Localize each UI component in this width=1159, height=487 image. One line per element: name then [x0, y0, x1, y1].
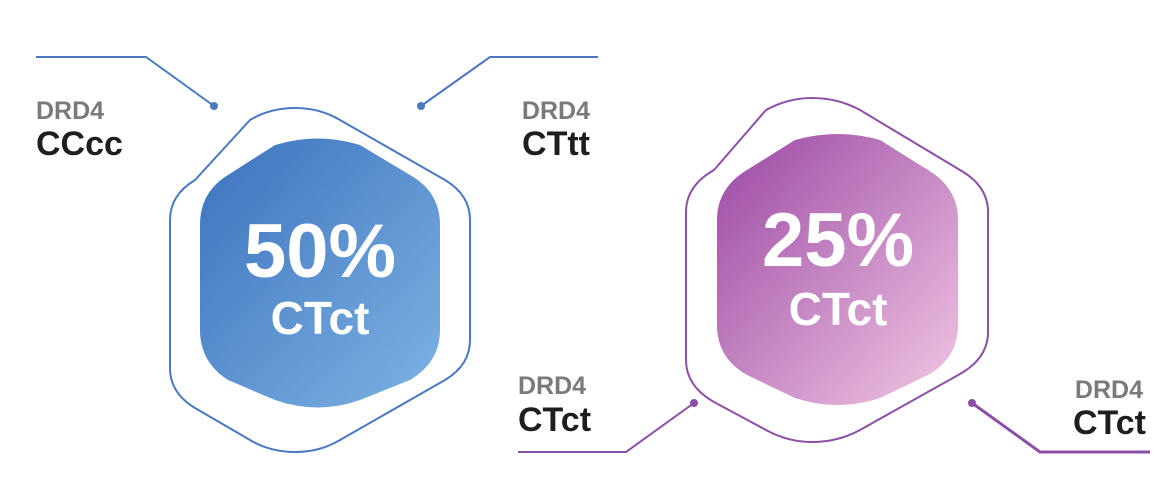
callout-genotype-bottom-right: CTct — [1073, 404, 1146, 442]
hexagon-genotype-25: CTct — [789, 283, 888, 335]
hexagon-group-25: 25% CTct — [685, 96, 989, 444]
hexagon-percent-25: 25% — [762, 198, 914, 283]
callout-dot-bottom-left — [690, 399, 698, 407]
callout-dot-top-left — [210, 102, 218, 110]
callout-genotype-top-right: CTtt — [522, 125, 590, 163]
callout-top-left: DRD4 CCcc — [36, 56, 218, 163]
callout-gene-bottom-right: DRD4 — [1075, 376, 1143, 404]
callout-line-top-right — [420, 56, 598, 107]
callout-top-right: DRD4 CTtt — [417, 56, 598, 163]
hexagon-outline-purple — [685, 96, 989, 444]
hexagon-fill-blue — [200, 138, 440, 408]
callout-genotype-bottom-left: CTct — [518, 401, 591, 439]
hexagon-fill-purple — [717, 134, 958, 405]
callout-line-bottom-right — [971, 401, 1150, 454]
hexagon-percent-50: 50% — [244, 209, 396, 294]
callout-line-top-left — [36, 56, 215, 107]
callout-genotype-top-left: CCcc — [36, 125, 123, 163]
callout-bottom-left: DRD4 CTct — [518, 372, 698, 453]
hexagon-genotype-50: CTct — [271, 292, 370, 344]
callout-gene-top-right: DRD4 — [522, 97, 590, 125]
hexagon-outline-blue — [169, 106, 471, 454]
callout-gene-bottom-left: DRD4 — [518, 372, 586, 400]
callout-bottom-right: DRD4 CTct — [968, 376, 1150, 454]
callout-dot-bottom-right — [968, 399, 976, 407]
callout-dot-top-right — [417, 102, 425, 110]
callout-line-bottom-left — [518, 402, 695, 453]
hexagon-group-50: 50% CTct — [169, 106, 471, 454]
callout-gene-top-left: DRD4 — [36, 97, 104, 125]
